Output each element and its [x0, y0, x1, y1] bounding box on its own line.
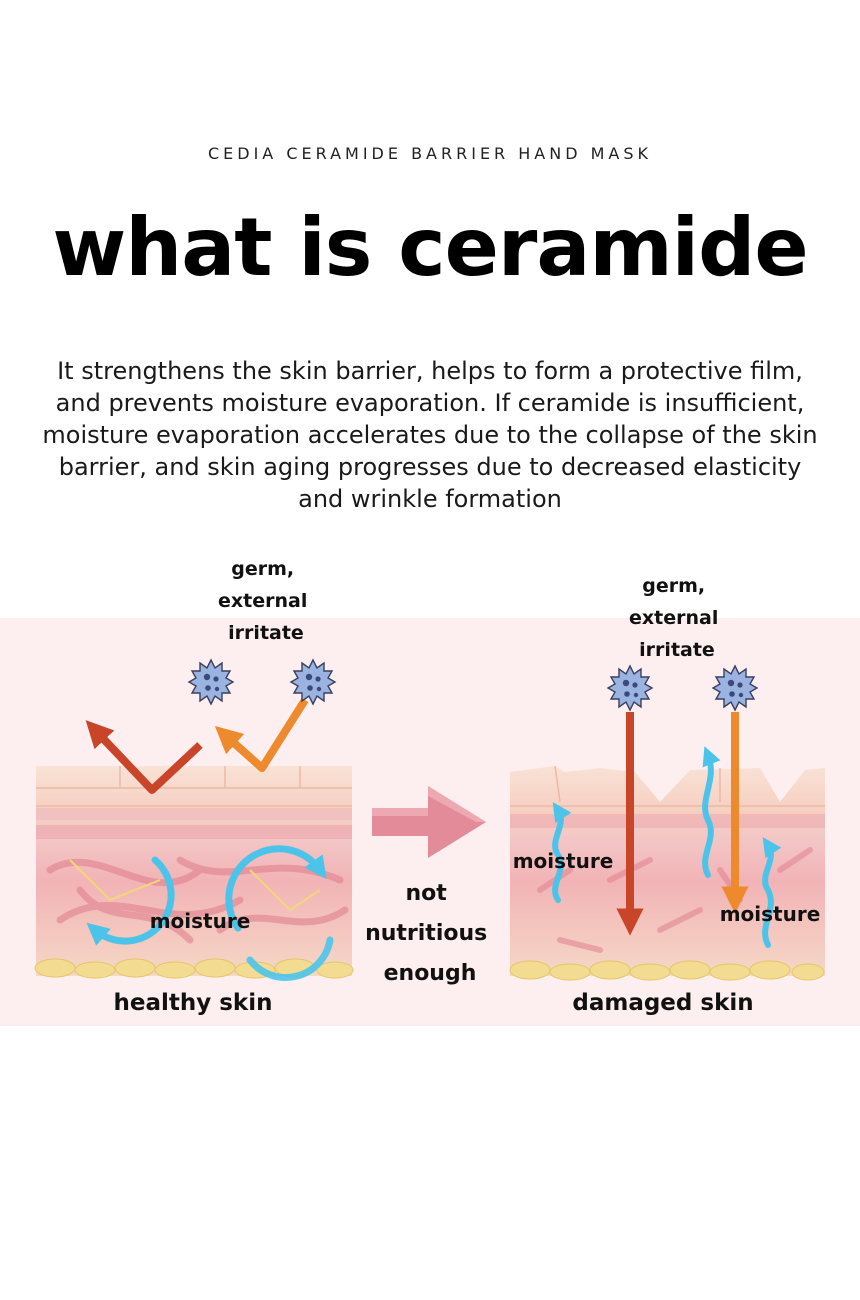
- damaged-skin-caption: damaged skin: [572, 990, 753, 1016]
- moisture-cycle-arrows: [86, 845, 334, 981]
- damaged-skin-illustration: [509, 746, 825, 981]
- transition-label: not nutritious enough: [365, 881, 495, 986]
- description-paragraph: It strengthens the skin barrier, helps t…: [42, 357, 818, 513]
- damaged-moisture-label-left: moisture: [513, 849, 614, 873]
- eyebrow-brand: CEDIA CERAMIDE BARRIER HAND MASK: [207, 144, 653, 163]
- damaged-threat-label: germ, external irritate: [629, 575, 725, 661]
- healthy-skin-caption: healthy skin: [114, 990, 273, 1016]
- damaged-moisture-label-right: moisture: [720, 902, 821, 926]
- transition-arrow-icon: [372, 786, 486, 858]
- deflected-red-arrow: [85, 720, 203, 794]
- healthy-moisture-label: moisture: [150, 909, 251, 933]
- deflected-orange-arrow: [214, 697, 309, 772]
- healthy-threat-label: germ, external irritate: [218, 558, 314, 644]
- page-title: what is ceramide: [52, 201, 808, 294]
- healthy-skin-illustration: [34, 766, 354, 981]
- skin-barrier-diagram: germ, external irritate moisture healthy…: [0, 558, 860, 1026]
- escaping-moisture-arrows: [552, 746, 782, 948]
